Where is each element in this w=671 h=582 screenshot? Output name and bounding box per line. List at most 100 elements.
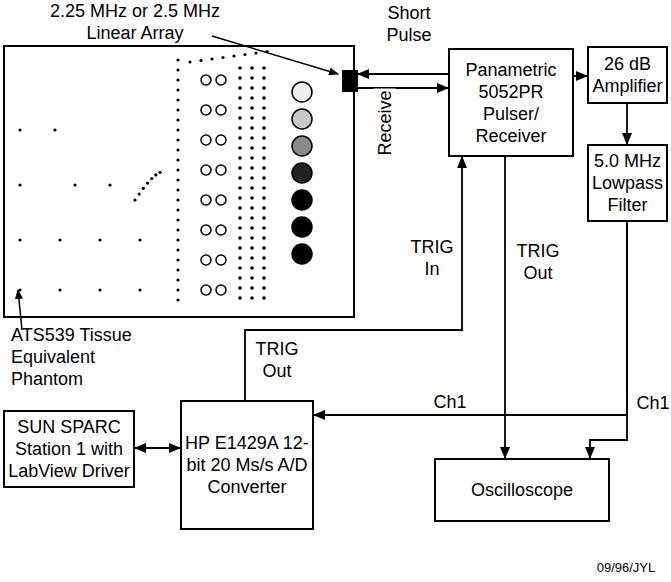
phantom-target <box>250 156 254 160</box>
phantom-target <box>150 177 153 180</box>
phantom-target <box>262 76 266 80</box>
phantom-target <box>176 218 179 221</box>
signal-connector <box>574 75 587 77</box>
phantom-target <box>250 236 254 240</box>
phantom-target <box>176 278 179 281</box>
phantom-target <box>262 126 266 130</box>
phantom-target <box>176 68 179 71</box>
phantom-target <box>201 105 211 115</box>
phantom-target <box>176 178 179 181</box>
phantom-target <box>292 190 312 210</box>
phantom-target <box>262 216 266 220</box>
phantom-target <box>250 296 254 300</box>
phantom-target <box>176 238 179 241</box>
signal-connector <box>590 222 627 458</box>
process-box: SUN SPARC Station 1 with LabView Driver <box>3 410 135 488</box>
phantom-targets <box>18 50 312 302</box>
phantom-target <box>216 285 226 295</box>
phantom-target <box>250 286 254 290</box>
phantom-target <box>216 105 226 115</box>
phantom-target <box>262 196 266 200</box>
phantom-target <box>292 163 312 183</box>
phantom-target <box>262 156 266 160</box>
phantom-target <box>138 192 141 195</box>
phantom-target <box>250 176 254 180</box>
phantom-target <box>53 128 56 131</box>
leader-line <box>18 290 22 330</box>
phantom-target <box>262 166 266 170</box>
process-box: 26 dB Amplifier <box>587 46 668 104</box>
phantom-target <box>262 266 266 270</box>
node-text: HP E1429A 12-bit 20 Ms/s A/D Converter <box>185 432 309 498</box>
phantom-target <box>98 238 101 241</box>
phantom-target <box>250 266 254 270</box>
phantom-target <box>201 195 211 205</box>
phantom-target <box>216 195 226 205</box>
phantom-target <box>18 288 21 291</box>
phantom-target <box>262 136 266 140</box>
phantom-target <box>262 286 266 290</box>
phantom-target <box>201 225 211 235</box>
phantom-target <box>58 238 61 241</box>
node-text: Panametric 5052PR Pulser/ Receiver <box>453 59 569 147</box>
outside-label: ATS539 Tissue Equivalent Phantom <box>11 324 161 390</box>
phantom-target <box>238 156 242 160</box>
process-box: HP E1429A 12-bit 20 Ms/s A/D Converter <box>180 400 314 530</box>
phantom-target <box>262 86 266 90</box>
phantom-target <box>262 186 266 190</box>
phantom-target <box>138 238 141 241</box>
process-box: Oscilloscope <box>434 458 610 522</box>
phantom-target <box>176 98 179 101</box>
phantom-target <box>292 109 312 129</box>
edge-label: TRIG Out <box>511 240 565 284</box>
phantom-target <box>176 168 179 171</box>
transducer-array: 2.25 MHz or 2.5 MHz Linear Array <box>342 70 358 92</box>
phantom-target <box>221 56 224 59</box>
phantom-target <box>176 248 179 251</box>
phantom-target <box>238 296 242 300</box>
phantom-target <box>262 66 266 70</box>
phantom-target <box>176 158 179 161</box>
phantom-target <box>216 75 226 85</box>
signal-connector <box>358 73 448 75</box>
phantom-target <box>250 276 254 280</box>
node-text: 26 dB Amplifier <box>592 53 663 97</box>
edge-label: Short Pulse <box>370 2 448 46</box>
phantom-target <box>262 236 266 240</box>
phantom-target <box>262 256 266 260</box>
node-text: 5.0 MHz Lowpass Filter <box>592 150 663 216</box>
signal-connector <box>314 222 627 415</box>
phantom-target <box>176 298 179 301</box>
phantom-target <box>292 244 312 264</box>
phantom-target <box>176 78 179 81</box>
phantom-target <box>250 166 254 170</box>
edge-label: Ch1 <box>428 391 472 413</box>
phantom-target <box>250 106 254 110</box>
phantom-target <box>238 76 242 80</box>
phantom-target <box>201 255 211 265</box>
phantom-target <box>250 96 254 100</box>
phantom-target <box>108 183 111 186</box>
phantom-target <box>250 66 254 70</box>
phantom-target <box>292 82 312 102</box>
leader-line <box>212 36 338 74</box>
phantom-target <box>176 148 179 151</box>
phantom-target <box>292 136 312 156</box>
phantom-target <box>262 176 266 180</box>
phantom-target <box>232 54 235 57</box>
phantom-target <box>216 225 226 235</box>
phantom-target <box>238 86 242 90</box>
phantom-target <box>238 96 242 100</box>
phantom-target <box>201 75 211 85</box>
phantom-target <box>238 216 242 220</box>
phantom-target <box>238 106 242 110</box>
phantom-target <box>176 188 179 191</box>
phantom-target <box>238 146 242 150</box>
phantom-target <box>176 198 179 201</box>
outside-label: 2.25 MHz or 2.5 MHz Linear Array <box>30 0 240 44</box>
phantom-target <box>238 246 242 250</box>
phantom-target <box>250 206 254 210</box>
phantom-target <box>201 165 211 175</box>
signal-label: TRIG Out <box>250 338 304 382</box>
phantom-target <box>176 258 179 261</box>
